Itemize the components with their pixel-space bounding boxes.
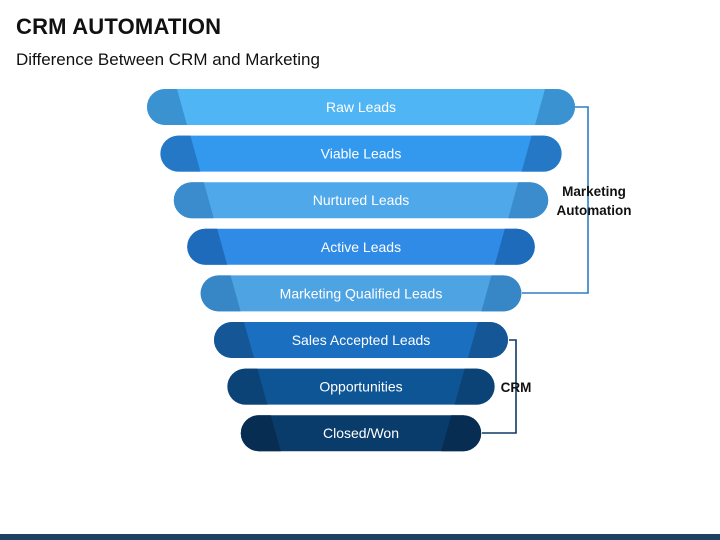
marketing-bracket bbox=[522, 106, 589, 294]
funnel-stage: Nurtured Leads bbox=[173, 182, 549, 219]
stage-pill bbox=[173, 182, 549, 219]
footer-bar bbox=[0, 534, 720, 540]
marketing-label-line1: Marketing bbox=[562, 184, 626, 199]
stage-pill bbox=[187, 228, 535, 265]
stage-label: Viable Leads bbox=[321, 146, 402, 162]
stage-right-cap bbox=[454, 368, 495, 405]
stage-right-cap bbox=[521, 135, 562, 172]
stage-label: Raw Leads bbox=[326, 99, 396, 115]
stage-pill bbox=[214, 322, 508, 358]
crm-bracket bbox=[482, 339, 517, 434]
page-title: CRM AUTOMATION bbox=[16, 14, 222, 39]
stage-label: Marketing Qualified Leads bbox=[280, 285, 443, 301]
stage-label: Nurtured Leads bbox=[313, 192, 410, 208]
stage-right-cap bbox=[481, 275, 522, 312]
stage-label: Opportunities bbox=[319, 379, 402, 395]
stage-right-cap bbox=[508, 182, 549, 219]
page-subtitle: Difference Between CRM and Marketing bbox=[16, 50, 320, 69]
stage-label: Active Leads bbox=[321, 239, 401, 255]
stage-right-cap bbox=[441, 415, 482, 452]
stage-pill bbox=[200, 275, 522, 312]
funnel-stage: Closed/Won bbox=[240, 415, 482, 452]
stage-pill bbox=[147, 89, 575, 125]
stage-left-cap bbox=[200, 275, 241, 312]
funnel-stage: Active Leads bbox=[187, 228, 535, 265]
stage-left-cap bbox=[173, 182, 214, 219]
stage-left-cap bbox=[240, 415, 281, 452]
funnel-stage: Raw Leads bbox=[147, 89, 575, 125]
stage-left-cap bbox=[227, 368, 268, 405]
funnel-stage: Sales Accepted Leads bbox=[214, 322, 508, 358]
stage-pill bbox=[240, 415, 482, 452]
stage-right-cap bbox=[494, 228, 535, 265]
funnel-stage: Opportunities bbox=[227, 368, 495, 405]
stage-left-cap bbox=[147, 89, 187, 125]
stage-pill bbox=[160, 135, 562, 172]
stage-right-cap bbox=[535, 89, 575, 125]
stage-left-cap bbox=[160, 135, 201, 172]
funnel-stage: Marketing Qualified Leads bbox=[200, 275, 522, 312]
marketing-label-line2: Automation bbox=[557, 203, 632, 218]
stage-label: Closed/Won bbox=[323, 425, 399, 441]
stage-label: Sales Accepted Leads bbox=[292, 332, 431, 348]
stage-pill bbox=[227, 368, 495, 405]
crm-label: CRM bbox=[501, 380, 532, 395]
funnel-stage: Viable Leads bbox=[160, 135, 562, 172]
stage-right-cap bbox=[468, 322, 508, 358]
stage-left-cap bbox=[214, 322, 254, 358]
stage-left-cap bbox=[187, 228, 228, 265]
